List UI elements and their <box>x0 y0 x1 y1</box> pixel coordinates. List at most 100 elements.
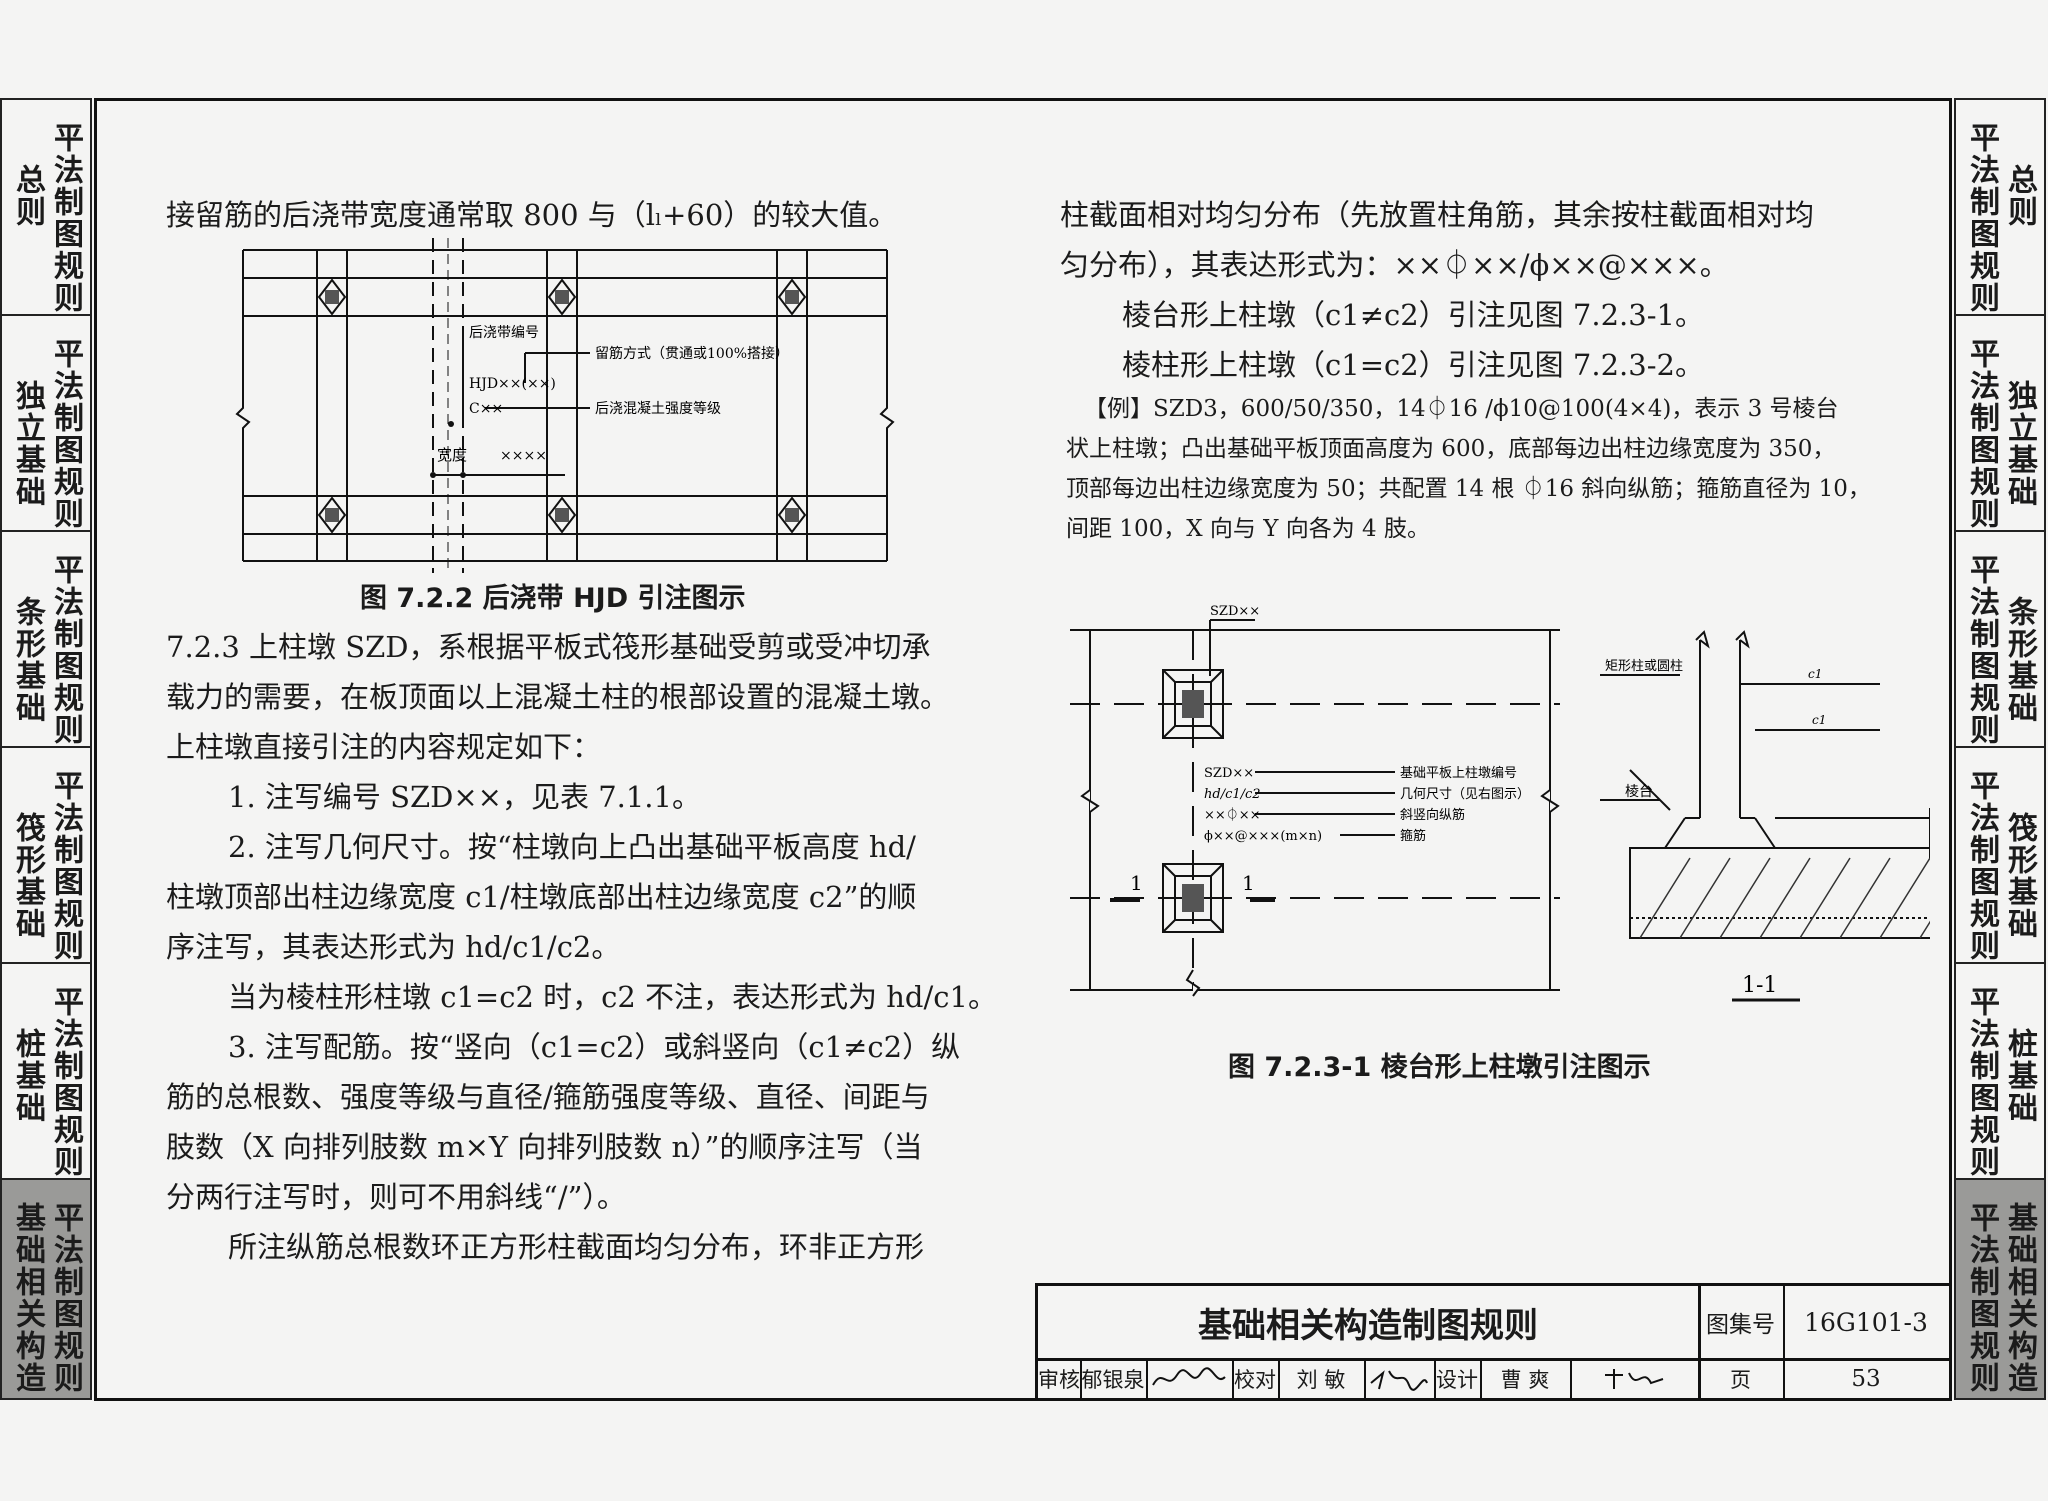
example-line: 间距 100，X 向与 Y 向各为 4 肢。 <box>1066 516 1430 542</box>
checker-signature <box>1364 1360 1434 1398</box>
para-line: 分两行注写时，则可不用斜线“/”）。 <box>166 1180 626 1214</box>
tab-label-main: 平法制图规则 <box>48 338 83 530</box>
label-rebar-method: 留筋方式（贯通或100%搭接） <box>595 345 789 362</box>
para-line: 当为棱柱形柱墩 c1=c2 时，c2 不注，表达形式为 hd/c1。 <box>228 980 997 1014</box>
para-line: 1. 注写编号 SZD××，见表 7.1.1。 <box>228 780 701 814</box>
page-frame <box>94 98 1952 1401</box>
tab-label-sub: 桩基础 <box>10 1028 45 1124</box>
para-line: 柱墩顶部出柱边缘宽度 c1/柱墩底部出柱边缘宽度 c2”的顺 <box>166 880 917 914</box>
tab-label-sub: 独立基础 <box>10 380 45 508</box>
para-line: 载力的需要，在板顶面以上混凝土柱的根部设置的混凝土墩。 <box>166 680 950 714</box>
tab-label-sub: 条形基础 <box>10 596 45 724</box>
label-szd-top: SZD×× <box>1210 604 1260 619</box>
label-pier-code: 基础平板上柱墩编号 <box>1400 766 1517 781</box>
tab-label-sub: 筏形基础 <box>2002 812 2037 940</box>
example-line: 状上柱墩；凸出基础平板顶面高度为 600，底部每边出柱边缘宽度为 350， <box>1066 436 1836 462</box>
designer-name: 曹 爽 <box>1500 1368 1550 1392</box>
atlas-number: 16G101-3 <box>1804 1307 1928 1337</box>
para-line: 匀分布），其表达形式为：××⏀××/ϕ××@×××。 <box>1060 248 1729 282</box>
label-width: 宽度 <box>437 446 467 464</box>
tab-strip-foundation[interactable]: 条形基础 平法制图规则 <box>0 530 92 748</box>
label-frustum: 棱台 <box>1625 784 1653 800</box>
label-cxx: C×× <box>469 401 503 417</box>
label-szd: SZD×× <box>1204 766 1254 781</box>
tab-label-sub: 基础相关构造 <box>2002 1202 2037 1394</box>
para-line: 筋的总根数、强度等级与直径/箍筋强度等级、直径、间距与 <box>166 1080 930 1114</box>
tab-label-main: 平法制图规则 <box>48 122 83 314</box>
tab-label-main: 平法制图规则 <box>48 770 83 962</box>
tab-label-main: 平法制图规则 <box>1964 770 1999 962</box>
label-c1: c1 <box>1808 667 1822 681</box>
reviewer-name: 郁银泉 <box>1081 1368 1145 1392</box>
check-label: 校对 <box>1234 1368 1276 1392</box>
para-line: 所注纵筋总根数环正方形柱截面均匀分布，环非正方形 <box>228 1230 925 1264</box>
label-hd: hd/c1/c2 <box>1204 787 1261 802</box>
tab-raft-foundation[interactable]: 平法制图规则 筏形基础 <box>1954 746 2046 964</box>
para-line: 柱截面相对均匀分布（先放置柱角筋，其余按柱截面相对均 <box>1060 198 1815 232</box>
tab-label-sub: 独立基础 <box>2002 380 2037 508</box>
page-label: 页 <box>1730 1368 1751 1392</box>
example-line: 顶部每边出柱边缘宽度为 50；共配置 14 根 ⏀16 斜向纵筋；箍筋直径为 1… <box>1066 476 1871 502</box>
review-label: 审核 <box>1038 1368 1080 1392</box>
tab-label-main: 平法制图规则 <box>48 986 83 1178</box>
page-number: 53 <box>1851 1366 1881 1392</box>
designer-signature <box>1570 1360 1698 1398</box>
label-hjd: HJD××(××) <box>469 376 556 392</box>
label-c1-b: c1 <box>1812 713 1826 727</box>
tab-label-sub: 筏形基础 <box>10 812 45 940</box>
para-line: 棱台形上柱墩（c1≠c2）引注见图 7.2.3-1。 <box>1122 298 1704 332</box>
para-line: 3. 注写配筋。按“竖向（c1=c2）或斜竖向（c1≠c2）纵 <box>228 1030 961 1064</box>
tab-label-main: 平法制图规则 <box>1964 554 1999 746</box>
reviewer-signature <box>1146 1360 1232 1398</box>
tab-label-main: 平法制图规则 <box>1964 986 1999 1178</box>
tab-general[interactable]: 总则 平法制图规则 <box>0 98 92 316</box>
tab-isolated-foundation[interactable]: 平法制图规则 独立基础 <box>1954 314 2046 532</box>
drawing-title: 基础相关构造制图规则 <box>1198 1305 1538 1346</box>
tab-label-sub: 基础相关构造 <box>10 1202 45 1394</box>
title-block: 基础相关构造制图规则 图集号 16G101-3 审核 郁银泉 校对 刘 敏 设计… <box>1035 1283 1952 1401</box>
tab-foundation-related[interactable]: 平法制图规则 基础相关构造 <box>1954 1178 2046 1400</box>
tab-label-main: 平法制图规则 <box>1964 1202 1999 1394</box>
tab-raft-foundation[interactable]: 筏形基础 平法制图规则 <box>0 746 92 964</box>
label-xx: ××⏀×× <box>1204 807 1261 823</box>
figure-post-pour-strip: 后浇带编号 留筋方式（贯通或100%搭接） HJD××(××) C×× 后浇混凝… <box>235 238 895 573</box>
label-column: 矩形柱或圆柱 <box>1605 659 1683 674</box>
tab-label-main: 平法制图规则 <box>48 1202 83 1394</box>
tab-label-sub: 总则 <box>10 164 45 228</box>
tab-pile-foundation[interactable]: 平法制图规则 桩基础 <box>1954 962 2046 1180</box>
para-line: 序注写，其表达形式为 hd/c1/c2。 <box>166 930 621 964</box>
atlas-label: 图集号 <box>1706 1312 1775 1338</box>
para-line: 7.2.3 上柱墩 SZD，系根据平板式筏形基础受剪或受冲切承 <box>166 630 931 664</box>
tab-label-sub: 桩基础 <box>2002 1028 2037 1124</box>
label-section-mark: 1 <box>1242 871 1255 895</box>
label-long-bar: 斜竖向纵筋 <box>1400 807 1465 823</box>
design-label: 设计 <box>1436 1368 1478 1392</box>
figure-caption-7-2-3-1: 图 7.2.3-1 棱台形上柱墩引注图示 <box>1228 1052 1651 1083</box>
tab-label-main: 平法制图规则 <box>48 554 83 746</box>
para-line: 上柱墩直接引注的内容规定如下： <box>166 730 602 764</box>
label-hoop: 箍筋 <box>1400 828 1426 844</box>
paragraph-top: 接留筋的后浇带宽度通常取 800 与（lₗ+60）的较大值。 <box>166 198 898 232</box>
tab-strip-foundation[interactable]: 平法制图规则 条形基础 <box>1954 530 2046 748</box>
checker-name: 刘 敏 <box>1296 1368 1346 1392</box>
figure-caption-7-2-2: 图 7.2.2 后浇带 HJD 引注图示 <box>360 583 746 614</box>
label-phi: ϕ××@×××(m×n) <box>1204 829 1322 844</box>
para-line: 棱柱形上柱墩（c1=c2）引注见图 7.2.3-2。 <box>1122 348 1704 382</box>
example-line: 【例】SZD3，600/50/350，14⏀16 /ϕ10@100(4×4)，表… <box>1084 396 1839 422</box>
para-line: 2. 注写几何尺寸。按“柱墩向上凸出基础平板高度 hd/ <box>228 830 916 864</box>
para-line: 肢数（X 向排列肢数 m×Y 向排列肢数 n）”的顺序注写（当 <box>166 1130 923 1164</box>
tab-label-main: 平法制图规则 <box>1964 122 1999 314</box>
tab-general[interactable]: 平法制图规则 总则 <box>1954 98 2046 316</box>
tab-foundation-related[interactable]: 基础相关构造 平法制图规则 <box>0 1178 92 1400</box>
tab-label-main: 平法制图规则 <box>1964 338 1999 530</box>
label-concrete-grade: 后浇混凝土强度等级 <box>595 400 721 417</box>
label-section-mark: 1 <box>1130 871 1143 895</box>
tab-label-sub: 总则 <box>2002 164 2037 228</box>
tab-pile-foundation[interactable]: 桩基础 平法制图规则 <box>0 962 92 1180</box>
label-strip-code: 后浇带编号 <box>469 325 539 341</box>
tab-isolated-foundation[interactable]: 独立基础 平法制图规则 <box>0 314 92 532</box>
tab-label-sub: 条形基础 <box>2002 596 2037 724</box>
label-xxxx: ×××× <box>500 448 547 464</box>
label-geometry: 几何尺寸（见右图示） <box>1400 786 1530 802</box>
figure-frustum-pier: SZD×× SZD×× hd/c1/c2 ××⏀×× ϕ××@×××(m×n) … <box>1070 604 1930 1002</box>
